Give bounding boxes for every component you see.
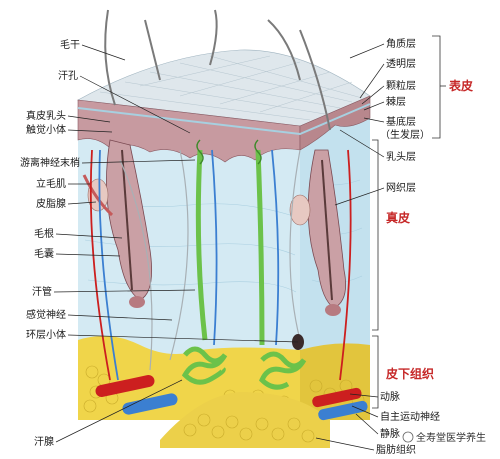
hair-follicle-right bbox=[289, 149, 347, 316]
blood-vessels bbox=[89, 149, 352, 381]
hair-follicle-left bbox=[87, 139, 153, 308]
left-leader-lines bbox=[53, 44, 299, 443]
hair-shafts bbox=[104, 9, 331, 131]
label-stratum-lucidum: 透明层 bbox=[386, 58, 416, 70]
group-brackets bbox=[372, 35, 446, 409]
group-label-dermis: 真皮 bbox=[386, 210, 410, 225]
watermark-logo-icon bbox=[402, 431, 414, 443]
label-arrector-pili: 立毛肌 bbox=[36, 177, 66, 190]
fat-bottom-texture bbox=[183, 413, 315, 443]
label-hair-shaft: 毛干 bbox=[60, 39, 80, 51]
label-stratum-granulosum: 颗粒层 bbox=[386, 79, 416, 92]
label-stratum-spinosum: 棘层 bbox=[386, 96, 406, 108]
label-reticular-layer: 网织层 bbox=[386, 182, 416, 194]
group-label-subcutaneous: 皮下组织 bbox=[385, 366, 434, 381]
label-free-nerve-endings: 游离神经末梢 bbox=[20, 156, 80, 169]
watermark: 全寿堂医学养生 bbox=[402, 431, 486, 444]
label-fat-tissue: 脂肪组织 bbox=[376, 443, 416, 456]
right-labels: 角质层 透明层 颗粒层 棘层 基底层 （生发层） 乳头层 网织层 动脉 自主运动… bbox=[376, 38, 440, 456]
right-leader-lines bbox=[315, 43, 385, 451]
arrector-pili-muscle bbox=[82, 174, 114, 217]
surface-grid bbox=[99, 55, 363, 121]
sweat-duct-tops bbox=[196, 139, 262, 165]
label-artery: 动脉 bbox=[380, 390, 400, 403]
label-tactile-corpuscle: 触觉小体 bbox=[26, 123, 66, 136]
label-sebaceous-gland: 皮脂腺 bbox=[36, 197, 66, 210]
label-lamellar-corpuscle: 环层小体 bbox=[26, 329, 66, 341]
label-sensory-nerve: 感觉神经 bbox=[26, 308, 66, 321]
watermark-text: 全寿堂医学养生 bbox=[416, 431, 486, 444]
label-sweat-gland: 汗腺 bbox=[34, 435, 54, 448]
epidermis-side-band bbox=[299, 95, 371, 151]
sweat-glands bbox=[181, 149, 307, 390]
label-sweat-duct: 汗管 bbox=[32, 285, 52, 298]
nerves bbox=[119, 149, 301, 371]
stratum-lucidum-line bbox=[77, 103, 371, 136]
vessel-cylinders bbox=[95, 375, 368, 421]
label-vein: 静脉 bbox=[380, 427, 400, 440]
label-hair-root: 毛根 bbox=[34, 227, 54, 240]
label-papillary-layer: 乳头层 bbox=[386, 150, 416, 163]
label-autonomic-nerve: 自主运动神经 bbox=[380, 410, 440, 423]
left-labels: 毛干 汗孔 真皮乳头 触觉小体 游离神经末梢 立毛肌 皮脂腺 毛根 毛囊 汗管 … bbox=[20, 39, 80, 448]
label-stratum-corneum: 角质层 bbox=[386, 38, 416, 50]
label-dermal-papilla: 真皮乳头 bbox=[26, 109, 66, 122]
group-labels: 表皮 真皮 皮下组织 bbox=[385, 78, 473, 381]
label-sweat-pore: 汗孔 bbox=[58, 69, 78, 82]
label-hair-follicle: 毛囊 bbox=[34, 247, 54, 260]
group-label-epidermis: 表皮 bbox=[448, 78, 473, 93]
label-stratum-basale: 基底层 bbox=[386, 115, 416, 128]
fat-layer-bottom bbox=[160, 392, 330, 448]
label-germinal-layer: （生发层） bbox=[380, 128, 430, 141]
